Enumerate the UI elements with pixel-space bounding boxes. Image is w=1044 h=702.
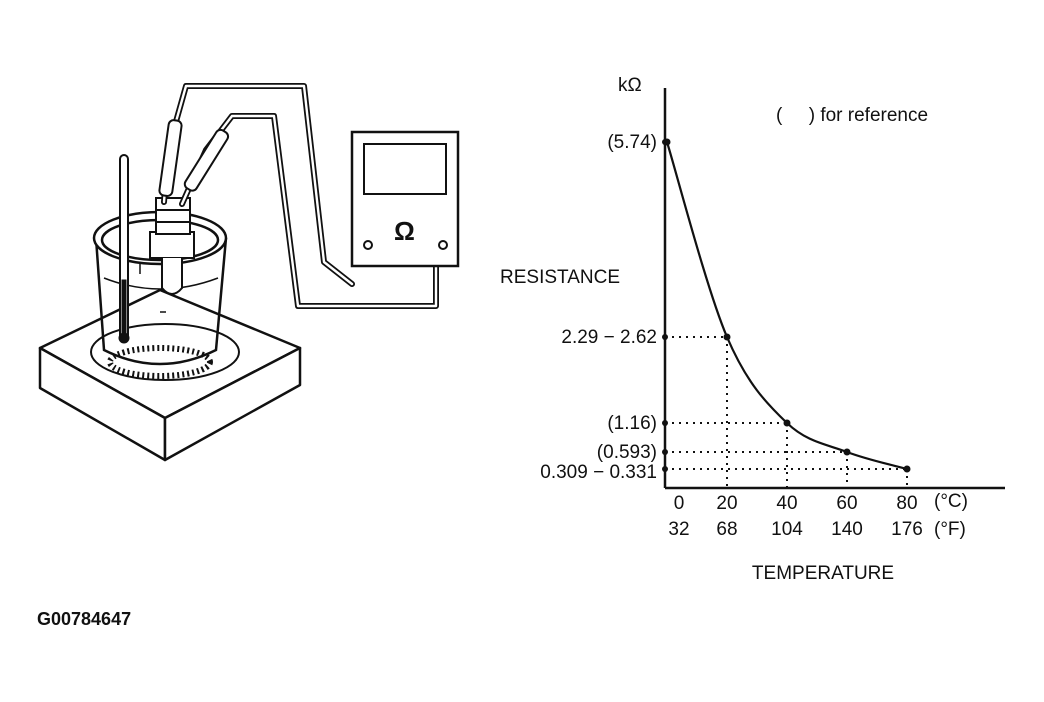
x-tick-fahrenheit: 32 xyxy=(668,519,690,540)
data-point xyxy=(783,419,791,427)
y-axis-tick-dot xyxy=(662,334,668,340)
resistance-temperature-chart xyxy=(662,88,1005,490)
x-tick-fahrenheit: 104 xyxy=(771,519,803,540)
thermometer xyxy=(118,154,130,344)
data-point xyxy=(843,448,851,456)
y-axis-tick-dot xyxy=(662,449,668,455)
ohmmeter xyxy=(350,130,460,268)
x-tick-celsius: 20 xyxy=(716,493,738,514)
resistance-curve xyxy=(665,141,908,471)
resistance-value-label: 0.309 − 0.331 xyxy=(540,461,657,483)
data-point xyxy=(723,333,731,341)
reference-note: ( ) for reference xyxy=(776,105,929,126)
x-tick-fahrenheit: 176 xyxy=(891,519,923,540)
y-unit-label: kΩ xyxy=(618,75,642,96)
x-tick-fahrenheit: 140 xyxy=(831,519,863,540)
y-axis-tick-dot xyxy=(662,466,668,472)
celsius-unit: (°C) xyxy=(934,491,968,512)
resistance-value-label: (0.593) xyxy=(596,441,657,463)
data-point xyxy=(903,465,911,473)
x-axis-title: TEMPERATURE xyxy=(751,563,895,584)
y-axis-tick-dot xyxy=(662,420,668,426)
y-axis-tick-dot xyxy=(662,139,668,145)
x-tick-celsius: 0 xyxy=(673,493,685,514)
x-tick-celsius: 80 xyxy=(896,493,918,514)
figure-id: G00784647 xyxy=(37,609,132,629)
thermistor-sensor xyxy=(149,197,195,295)
resistance-value-label: 2.29 − 2.62 xyxy=(561,326,657,348)
y-axis-title: RESISTANCE xyxy=(500,267,621,288)
fahrenheit-unit: (°F) xyxy=(934,519,966,540)
resistance-value-label: (1.16) xyxy=(607,412,657,434)
probe-handles xyxy=(158,119,230,197)
hot-plate xyxy=(38,288,302,462)
ohm-symbol: Ω xyxy=(394,216,415,246)
x-tick-celsius: 60 xyxy=(836,493,858,514)
resistance-value-label: (5.74) xyxy=(607,131,657,153)
x-tick-celsius: 40 xyxy=(776,493,798,514)
x-tick-fahrenheit: 68 xyxy=(716,519,738,540)
